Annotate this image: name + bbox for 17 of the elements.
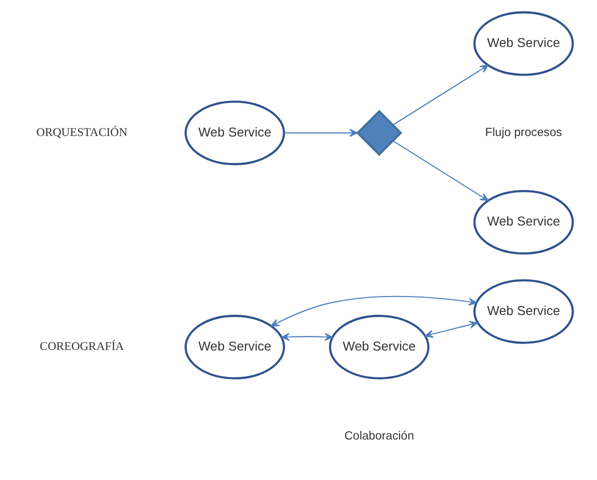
arrow — [392, 64, 489, 126]
arrow — [281, 332, 333, 341]
label: ORQUESTACIÓN — [36, 124, 128, 139]
arrow — [424, 320, 478, 338]
node-ellipse: Web Service — [473, 190, 574, 255]
node-diamond — [356, 110, 402, 156]
node-ellipse: Web Service — [184, 100, 286, 166]
label: COREOGRAFÍA — [40, 339, 124, 354]
arrow — [284, 129, 358, 137]
label: Colaboración — [344, 428, 414, 442]
arrow — [392, 140, 489, 202]
arrow — [270, 296, 478, 327]
label: Flujo procesos — [485, 124, 562, 139]
node-ellipse: Web Service — [184, 314, 286, 380]
node-ellipse: Web Service — [473, 11, 574, 76]
node-ellipse: Web Service — [328, 314, 430, 380]
node-ellipse: Web Service — [473, 279, 574, 344]
